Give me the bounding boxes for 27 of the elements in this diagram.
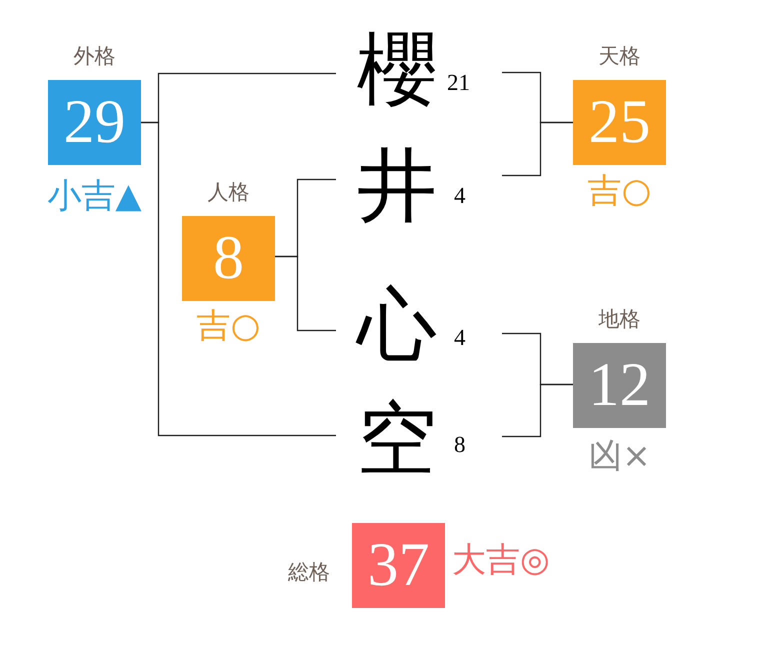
category-label: 地格: [598, 307, 640, 331]
fortune-label: 吉○: [588, 171, 652, 211]
connector-line: [502, 384, 573, 438]
category-label: 天格: [598, 44, 640, 68]
connector-line: [275, 256, 336, 332]
score-box: 8: [182, 216, 275, 301]
score-box: 12: [573, 343, 666, 428]
name-character: 櫻: [357, 30, 437, 110]
score-box: 37: [352, 523, 445, 608]
name-character: 心: [357, 285, 437, 365]
score-box: 29: [48, 80, 141, 165]
category-label: 総格: [288, 560, 330, 584]
fortune-label: 大吉◎: [452, 540, 550, 580]
score-box: 25: [573, 80, 666, 165]
name-character: 井: [357, 146, 437, 226]
category-label: 外格: [74, 44, 116, 68]
stroke-count: 8: [454, 433, 466, 456]
fortune-label: 凶×: [588, 436, 651, 476]
fortune-label: 小吉▲: [47, 176, 142, 216]
connector-line: [502, 122, 573, 176]
connector-line: [141, 122, 336, 436]
stroke-count: 21: [447, 71, 470, 94]
category-label: 人格: [208, 180, 250, 204]
name-character: 空: [357, 399, 437, 479]
fortune-label: 吉○: [196, 306, 260, 346]
stroke-count: 4: [454, 184, 466, 207]
stroke-count: 4: [454, 326, 466, 349]
